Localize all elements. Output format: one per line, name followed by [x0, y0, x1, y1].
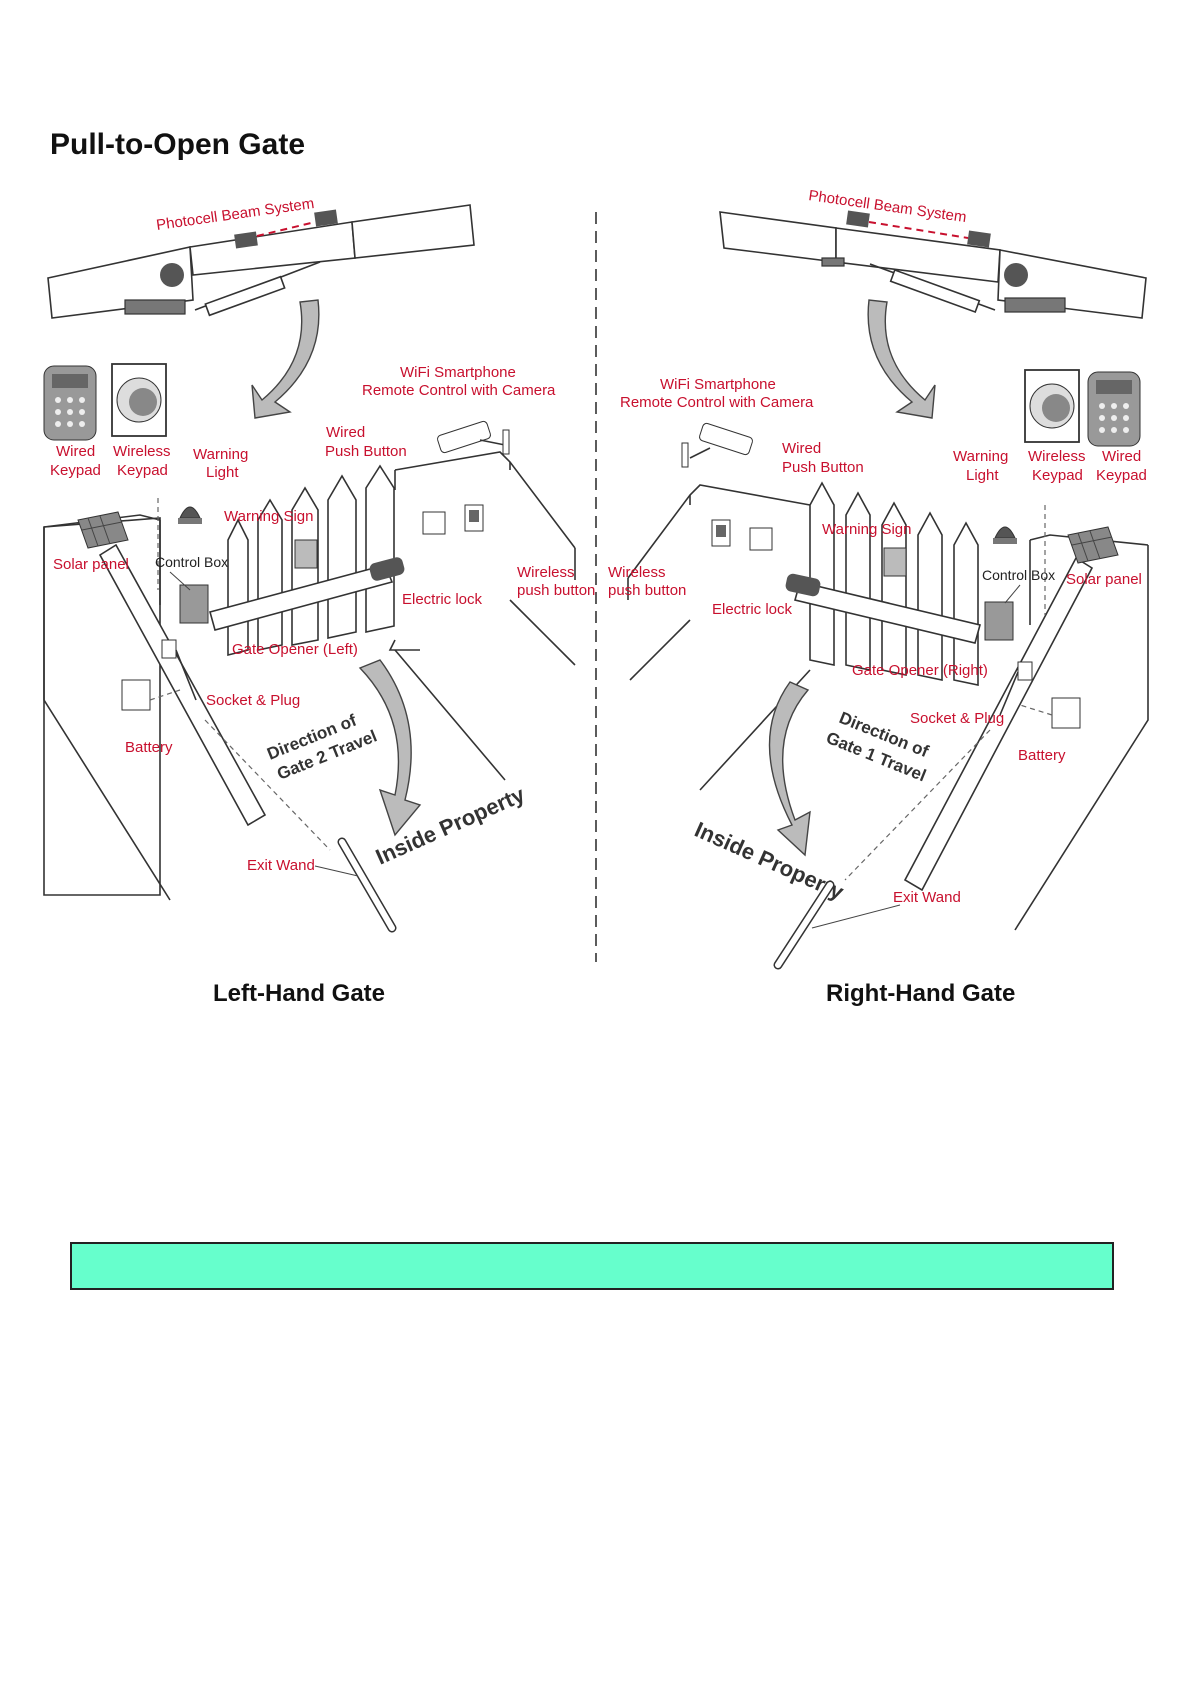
diagram-label: Exit Wand [893, 889, 961, 906]
diagram-label: Battery [1018, 747, 1066, 764]
left-arrow-top-icon [251, 299, 320, 419]
left-warning-light-icon [179, 506, 201, 519]
diagram-label: Keypad [1032, 467, 1083, 484]
left-wired-push-button-icon [422, 511, 446, 535]
right-battery-icon [1051, 697, 1081, 729]
right-photocell-1 [846, 210, 870, 228]
left-gate-group: Photocell Beam System Wired Keypad Wirel… [43, 195, 595, 933]
left-gate-opener [209, 564, 394, 631]
diagram-label: Light [966, 467, 999, 484]
diagram-label: Warning Sign [822, 521, 912, 538]
diagram-label: Wireless [517, 564, 575, 581]
left-camera-icon [437, 420, 510, 455]
right-gate-opener [794, 581, 981, 644]
left-socket-icon [161, 639, 177, 659]
left-solar-panel-icon [77, 511, 129, 549]
diagram-label: Push Button [782, 459, 864, 476]
right-hinge-icon [1004, 263, 1028, 287]
diagram-label: Electric lock [712, 601, 793, 618]
left-top-beam-2 [189, 221, 356, 276]
diagram-label: Keypad [50, 462, 101, 479]
diagram-label: Wireless [608, 564, 666, 581]
diagram-label: push button [517, 582, 595, 599]
right-wired-push-button-icon [749, 527, 773, 551]
right-arrow-direction-icon [768, 681, 811, 857]
diagram-label: Wireless [1028, 448, 1086, 465]
diagram-label: Light [206, 464, 239, 481]
left-photocell-label: Photocell Beam System [155, 195, 315, 234]
highlight-banner [70, 1242, 1114, 1290]
right-gate-caption: Right-Hand Gate [826, 980, 1016, 1007]
diagram-label: push button [608, 582, 686, 599]
right-arrow-top-icon [867, 299, 936, 419]
right-photocell-2 [967, 230, 991, 248]
left-battery-icon [121, 679, 151, 711]
diagram-label: Wired [782, 440, 821, 457]
left-top-beam-3 [351, 204, 475, 259]
diagram-label: Wired [1102, 448, 1141, 465]
diagram-label: Control Box [982, 567, 1055, 583]
diagram-label: Wired [326, 424, 365, 441]
diagram-label: Gate Opener (Left) [232, 641, 358, 658]
left-photocell-1 [234, 231, 258, 249]
right-camera-icon [681, 422, 753, 468]
left-exit-wand-icon [337, 837, 397, 933]
diagram-label: Push Button [325, 443, 407, 460]
diagram-label: WiFi Smartphone [660, 376, 776, 393]
right-exit-wand-icon [773, 880, 835, 970]
left-hinge-icon [160, 263, 184, 287]
diagram-label: Remote Control with Camera [620, 394, 814, 411]
diagram-label: Wireless [113, 443, 171, 460]
diagram-label: Socket & Plug [910, 710, 1004, 727]
left-gate-caption: Left-Hand Gate [213, 980, 386, 1007]
left-control-box-icon [179, 584, 209, 624]
diagram-label: Remote Control with Camera [362, 382, 556, 399]
diagram-label: Gate Opener (Right) [852, 662, 988, 679]
gate-diagram: Photocell Beam System Wired Keypad Wirel… [43, 187, 1149, 970]
left-arrow-direction-icon [358, 659, 422, 837]
diagram-label: Battery [125, 739, 173, 756]
right-warning-sign-icon [883, 547, 907, 577]
diagram-label: Exit Wand [247, 857, 315, 874]
diagram-label: Warning Sign [224, 508, 314, 525]
diagram-label: Wired [56, 443, 95, 460]
right-socket-icon [1017, 661, 1033, 681]
page-title: Pull-to-Open Gate [50, 128, 305, 161]
diagram-label: Socket & Plug [206, 692, 300, 709]
diagram-label: Warning [953, 448, 1008, 465]
diagram-label: Control Box [155, 554, 228, 570]
diagram-label: Keypad [117, 462, 168, 479]
diagram-label: Warning [193, 446, 248, 463]
right-control-box-icon [984, 601, 1014, 641]
right-warning-light-icon [994, 526, 1016, 539]
diagram-label: Electric lock [402, 591, 483, 608]
left-warning-sign-icon [294, 539, 318, 569]
right-top-beam-1 [719, 211, 837, 263]
right-solar-panel-icon [1067, 526, 1119, 564]
diagram-label: Keypad [1096, 467, 1147, 484]
diagram-label: Solar panel [1066, 571, 1142, 588]
diagram-label: WiFi Smartphone [400, 364, 516, 381]
left-photocell-2 [314, 209, 338, 227]
left-post [98, 543, 267, 827]
diagram-label: Solar panel [53, 556, 129, 573]
right-gate-group: Photocell Beam System Wireless Keypad Wi… [608, 187, 1149, 970]
right-photocell-label: Photocell Beam System [807, 187, 967, 226]
right-fence [809, 481, 979, 686]
